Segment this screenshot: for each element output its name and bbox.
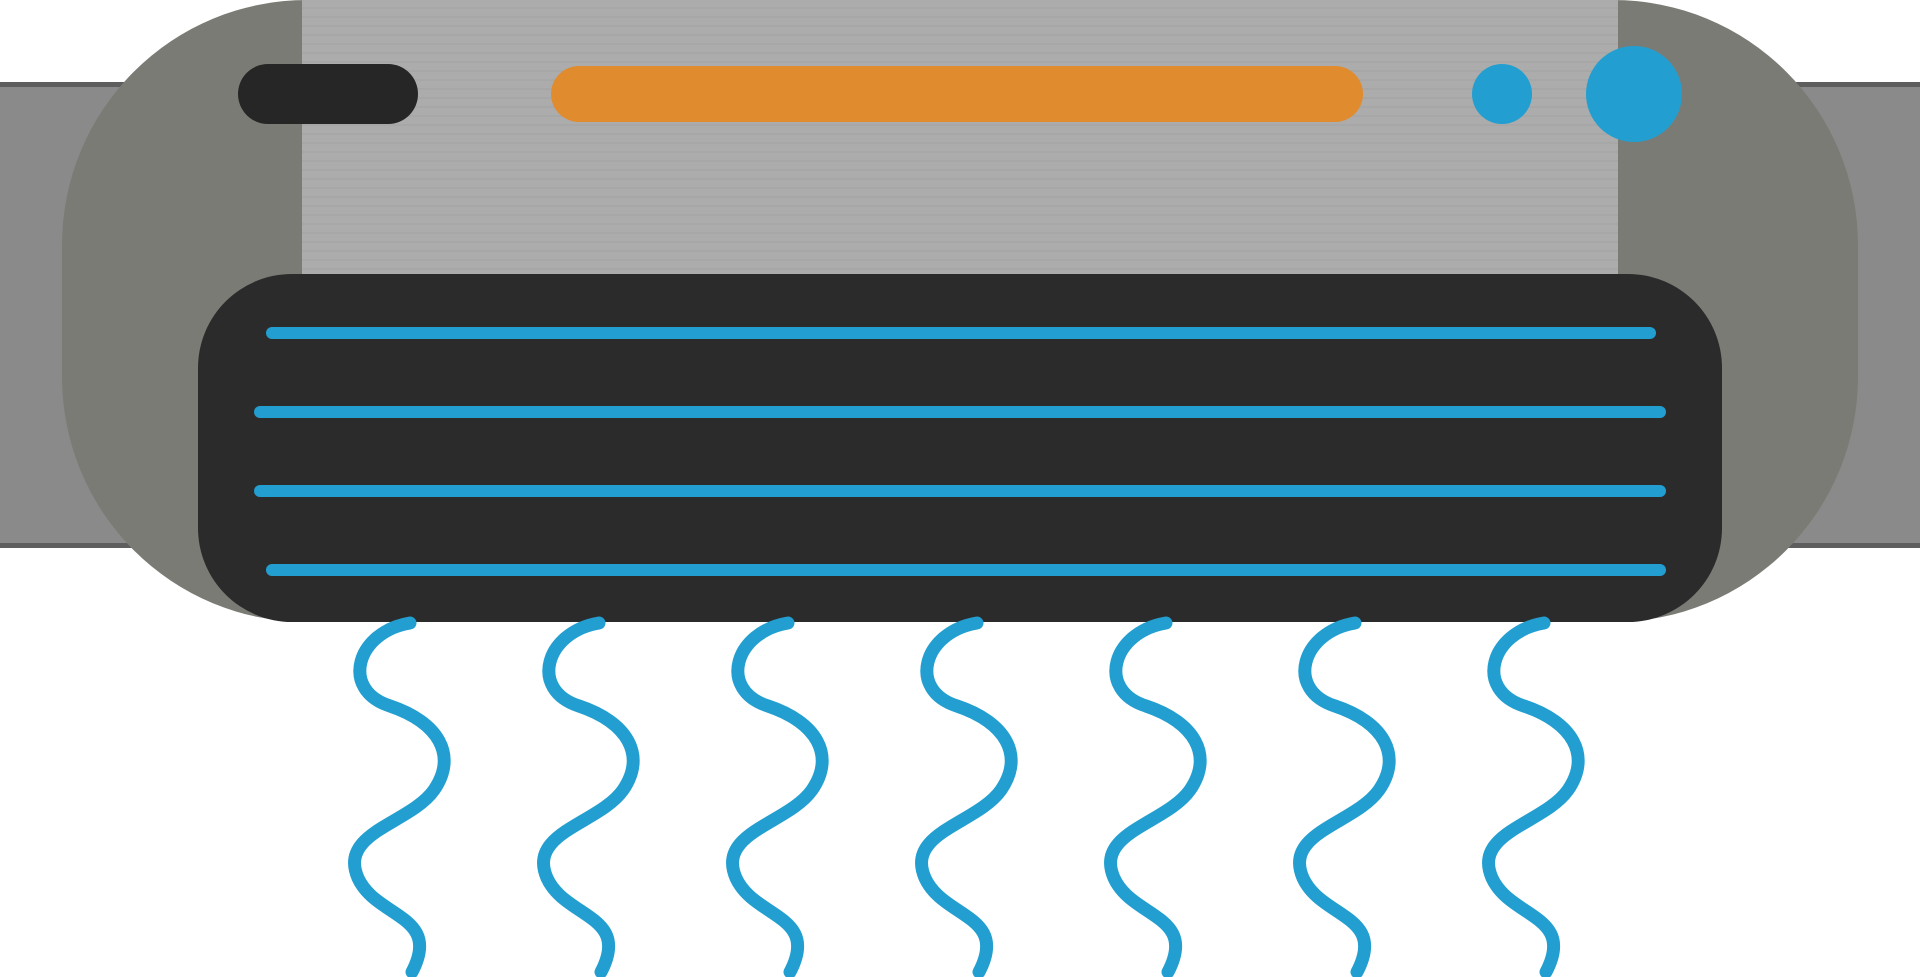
vanes-group bbox=[254, 327, 1666, 576]
front-grille bbox=[198, 274, 1722, 622]
airflow-waves bbox=[348, 616, 1585, 977]
airflow-wave bbox=[1104, 616, 1207, 977]
airflow-wave bbox=[726, 616, 829, 977]
display-bar bbox=[551, 66, 1363, 122]
indicator-light-large bbox=[1586, 46, 1682, 142]
airflow-wave bbox=[1482, 616, 1585, 977]
indicator-light-small bbox=[1472, 64, 1532, 124]
airflow-wave bbox=[348, 616, 451, 977]
indicator-slot bbox=[238, 64, 418, 124]
airflow-wave bbox=[537, 616, 640, 977]
airflow-wave bbox=[915, 616, 1018, 977]
control-panel bbox=[238, 46, 1682, 142]
airflow-wave bbox=[1293, 616, 1396, 977]
